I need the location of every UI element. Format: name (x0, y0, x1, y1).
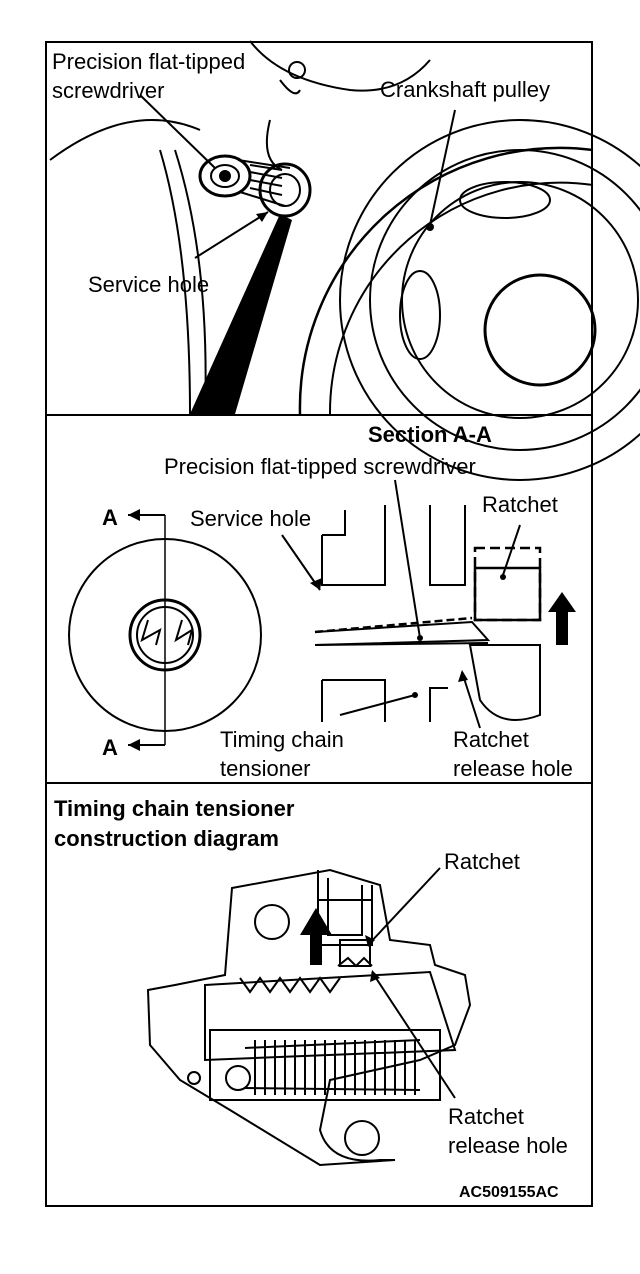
crankshaft-pulley-label: Crankshaft pulley (380, 77, 550, 102)
screwdriver-label-line1: Precision flat-tipped (52, 49, 246, 74)
section-service-hole-label: Service hole (190, 506, 312, 531)
construction-release-hole-line2: release hole (448, 1133, 568, 1158)
release-hole-label-line2: release hole (453, 756, 573, 781)
service-hole-label: Service hole (88, 272, 210, 297)
construction-ratchet-label: Ratchet (444, 849, 520, 874)
section-marker-bottom: A (102, 735, 118, 760)
tensioner-label-line2: tensioner (220, 756, 311, 781)
section-screwdriver-label: Precision flat-tipped screwdriver (164, 454, 476, 479)
release-hole-label-line1: Ratchet (453, 727, 529, 752)
panel-divider-1 (45, 414, 593, 416)
section-ratchet-label: Ratchet (482, 492, 558, 517)
section-marker-top: A (102, 505, 118, 530)
construction-title-line1: Timing chain tensioner (54, 796, 295, 821)
figure-frame (45, 41, 593, 1207)
figure-code: AC509155AC (459, 1184, 559, 1201)
panel-divider-2 (45, 782, 593, 784)
construction-title-line2: construction diagram (54, 826, 279, 851)
section-title: Section A-A (368, 422, 492, 447)
screwdriver-label-line2: screwdriver (52, 78, 165, 103)
construction-release-hole-line1: Ratchet (448, 1104, 524, 1129)
tensioner-label-line1: Timing chain (220, 727, 344, 752)
